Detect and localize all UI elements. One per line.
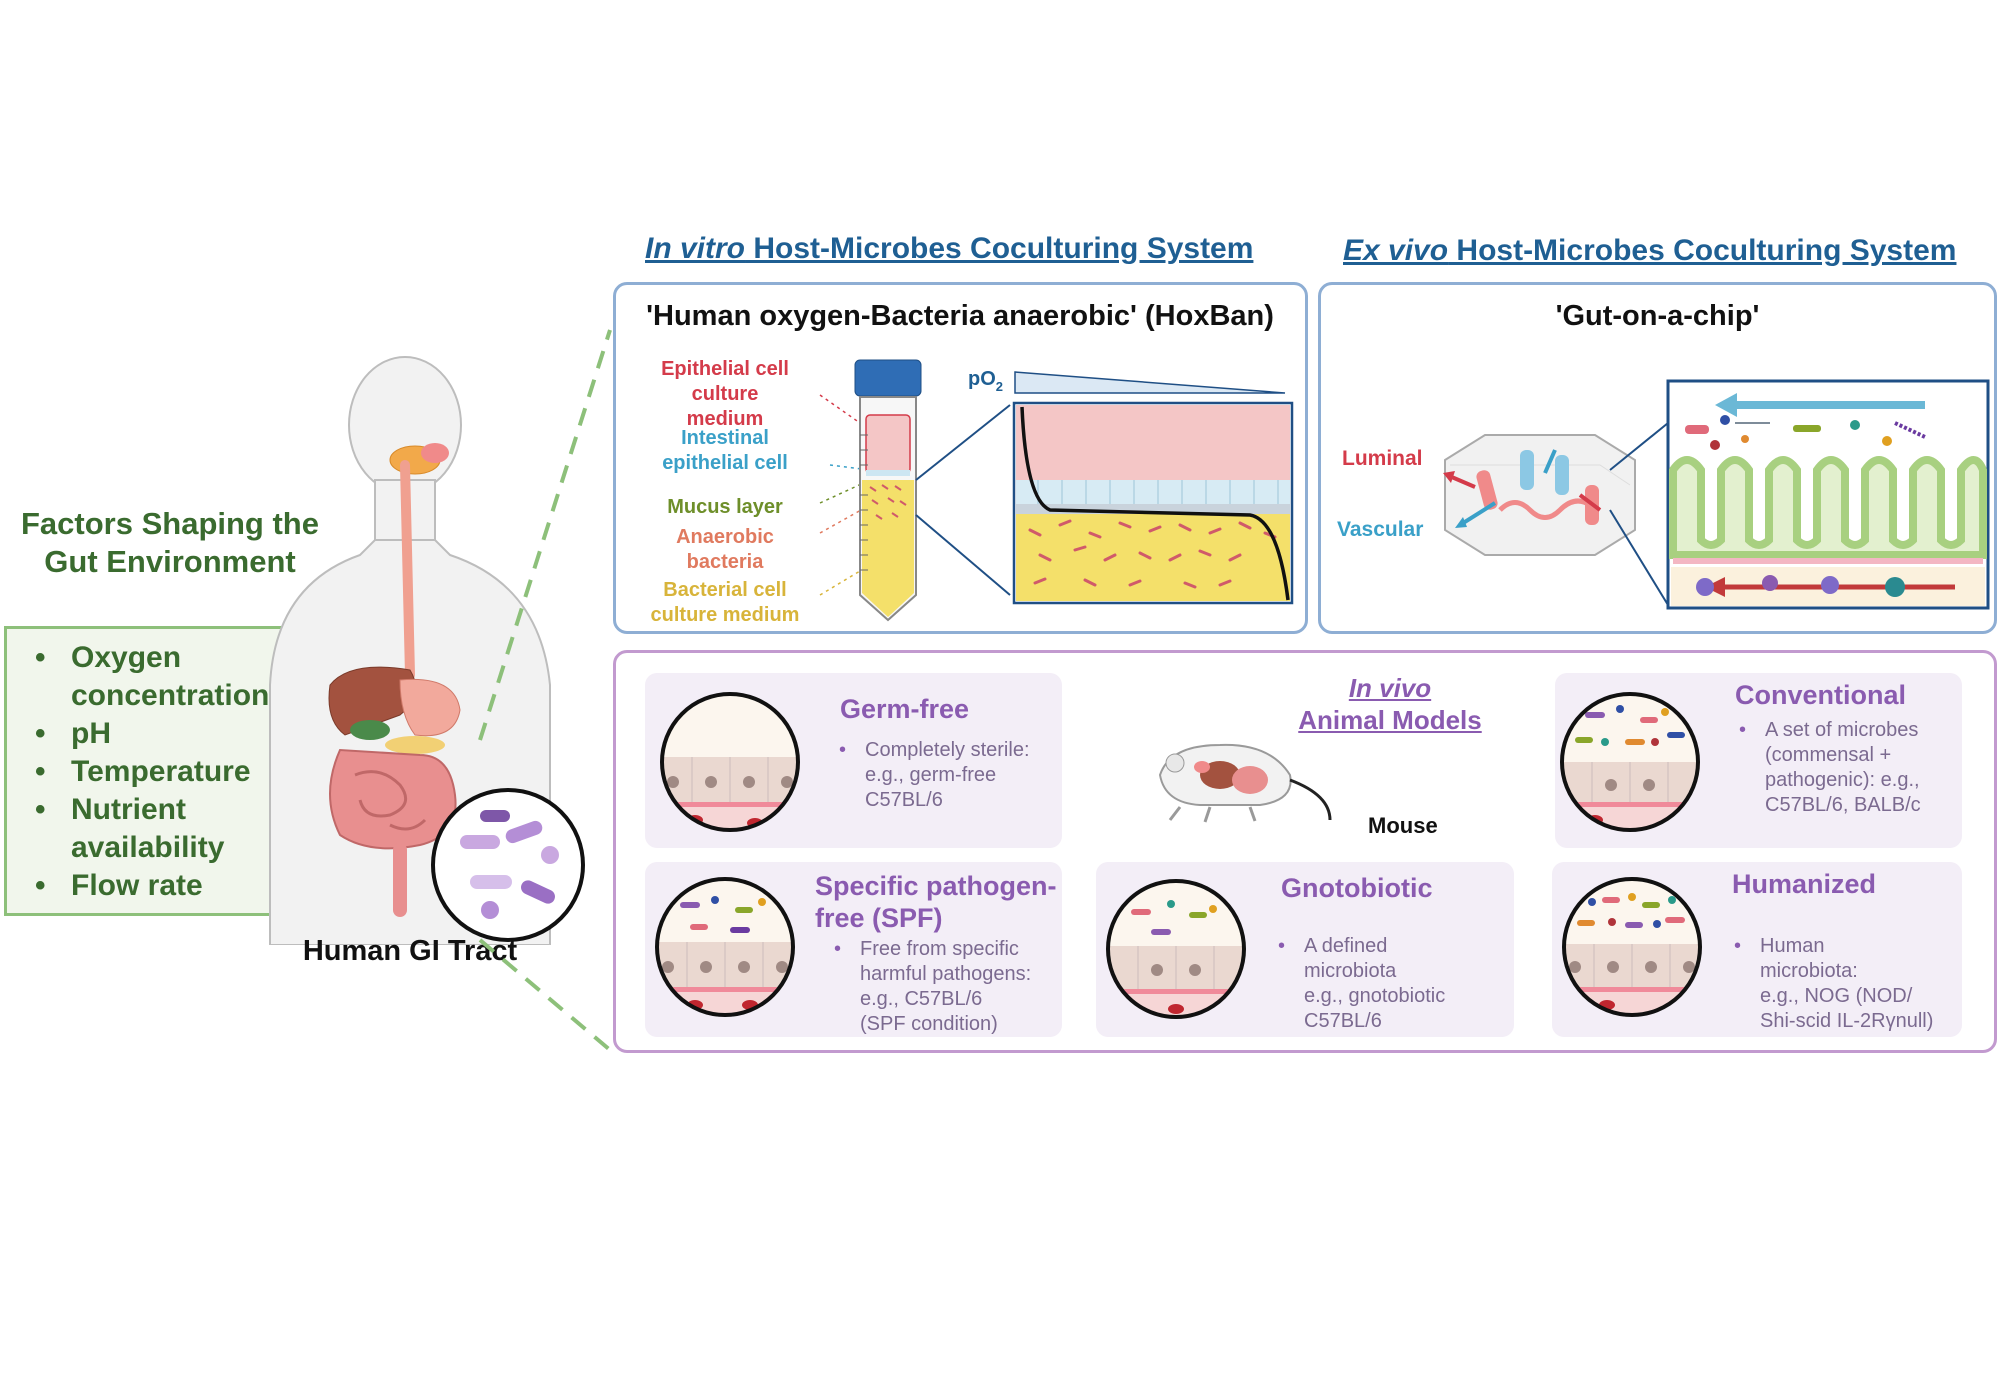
mouse-illustration: [1158, 743, 1332, 823]
po2-label: pO2: [968, 368, 1003, 394]
label-mucus-layer: Mucus layer: [667, 496, 783, 518]
luminal-label: Luminal: [1342, 447, 1423, 470]
label-epithelial-medium: Epithelial cell culture medium: [661, 358, 789, 430]
germ-free-desc: • Completely sterile: e.g., germ-free C5…: [839, 739, 1030, 811]
spf-circle: [655, 877, 795, 1017]
spf-card: Specific pathogen- free (SPF) • Free fro…: [645, 862, 1062, 1037]
gnotobiotic-desc: • A defined microbiota e.g., gnotobiotic…: [1278, 935, 1446, 1032]
conventional-circle: [1560, 692, 1700, 832]
hoxban-title: 'Human oxygen-Bacteria anaerobic' (HoxBa…: [646, 300, 1274, 332]
germ-free-card: Germ-free • Completely sterile: e.g., ge…: [645, 673, 1062, 848]
conventional-card: Conventional • A set of microbes (commen…: [1555, 673, 1962, 848]
invitro-section-title: In vitro Host-Microbes Coculturing Syste…: [645, 232, 1254, 265]
conventional-desc: • A set of microbes (commensal + pathoge…: [1739, 719, 1921, 816]
gnotobiotic-card: Gnotobiotic • A defined microbiota e.g.,…: [1096, 862, 1514, 1037]
factor-temperature: Temperature: [35, 753, 307, 791]
humanized-circle: [1562, 877, 1702, 1017]
label-intestinal-epithelial: Intestinal epithelial cell: [662, 427, 788, 474]
conventional-title: Conventional: [1735, 680, 1907, 710]
factors-title: Factors Shaping the Gut Environment: [0, 505, 340, 581]
gut-on-chip-diagram: [1443, 379, 1990, 610]
gnotobiotic-title: Gnotobiotic: [1281, 873, 1433, 903]
spf-title: Specific pathogen- free (SPF): [815, 871, 1057, 933]
factors-title-line2: Gut Environment: [44, 544, 296, 579]
factors-title-line1: Factors Shaping the: [21, 506, 319, 541]
label-bacterial-medium: Bacterial cell culture medium: [650, 579, 800, 626]
human-body-illustration: [269, 356, 585, 945]
exvivo-section-title: Ex vivo Host-Microbes Coculturing System: [1343, 234, 1957, 267]
factor-flow-rate: Flow rate: [35, 867, 307, 905]
gnotobiotic-circle: [1106, 879, 1246, 1019]
hoxban-tube-diagram: pO2: [819, 359, 1294, 622]
gut-on-chip-title: 'Gut-on-a-chip': [1555, 300, 1760, 332]
humanized-desc: • Human microbiota: e.g., NOG (NOD/ Shi-…: [1734, 935, 1934, 1032]
germ-free-circle: [660, 692, 800, 832]
factor-ph: pH: [35, 715, 307, 753]
vascular-label: Vascular: [1337, 518, 1424, 541]
spf-desc: • Free from specific harmful pathogens: …: [834, 938, 1032, 1035]
mouse-label: Mouse: [1368, 813, 1438, 838]
invivo-panel: [613, 650, 1997, 1053]
label-anaerobic-bacteria: Anaerobic bacteria: [676, 526, 774, 573]
humanized-title: Humanized: [1732, 869, 1877, 899]
germ-free-title: Germ-free: [840, 694, 970, 724]
humanized-card: Humanized • Human microbiota: e.g., NOG …: [1552, 862, 1962, 1037]
zoom-connector-lines: [478, 329, 612, 1052]
